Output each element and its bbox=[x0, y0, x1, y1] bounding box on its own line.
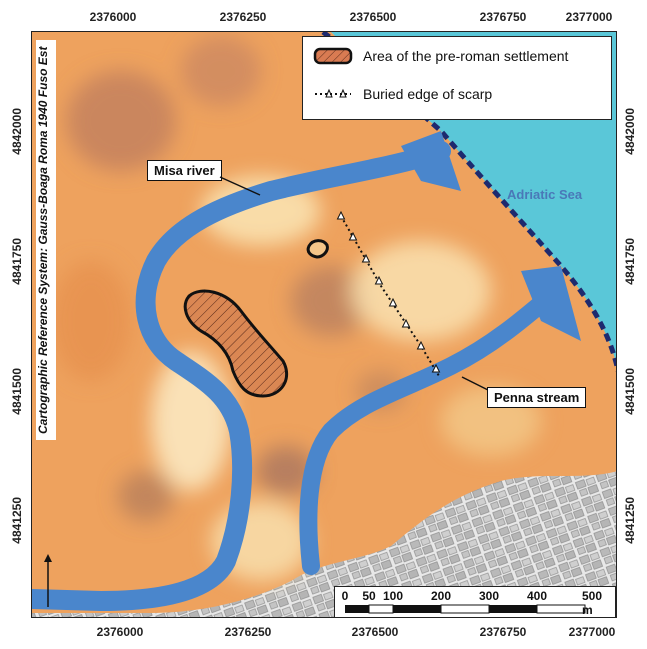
x-tick-bottom-3: 2376750 bbox=[479, 625, 527, 639]
x-tick-bottom-2: 2376500 bbox=[351, 625, 399, 639]
y-tick-left-2: 4841500 bbox=[10, 368, 24, 415]
scarp-marker-icon bbox=[336, 210, 346, 220]
legend: Area of the pre-roman settlement Buried … bbox=[302, 36, 612, 120]
settlement-swatch-icon bbox=[313, 47, 353, 65]
y-tick-left-0: 4842000 bbox=[10, 108, 24, 155]
adriatic-sea-label: Adriatic Sea bbox=[507, 187, 583, 202]
scale-label-100: 100 bbox=[382, 589, 404, 603]
scarp-marker-icon bbox=[416, 340, 426, 350]
x-tick-bottom-0: 2376000 bbox=[96, 625, 144, 639]
legend-settlement-text: Area of the pre-roman settlement bbox=[363, 48, 569, 64]
scale-label-0: 0 bbox=[341, 589, 349, 603]
x-tick-top-3: 2376750 bbox=[479, 10, 527, 24]
scale-bar: 0 50 100 200 300 400 500 m bbox=[334, 586, 616, 618]
scale-label-300: 300 bbox=[478, 589, 500, 603]
settlement-area-main bbox=[183, 289, 289, 398]
surface-shading bbox=[51, 36, 541, 581]
scarp-marker-icon bbox=[431, 363, 441, 373]
north-arrow-icon bbox=[44, 554, 52, 607]
x-tick-top-2: 2376500 bbox=[349, 10, 397, 24]
misa-river bbox=[32, 141, 451, 612]
x-tick-bottom-4: 2377000 bbox=[568, 625, 616, 639]
penna-stream bbox=[299, 282, 565, 575]
y-tick-right-1: 4841750 bbox=[623, 238, 637, 285]
legend-item-settlement: Area of the pre-roman settlement bbox=[313, 47, 568, 65]
x-tick-top-0: 2376000 bbox=[89, 10, 137, 24]
penna-stream-label: Penna stream bbox=[487, 387, 587, 408]
scale-bar-graphic bbox=[345, 604, 586, 614]
y-tick-right-0: 4842000 bbox=[623, 108, 637, 155]
scale-label-400: 400 bbox=[526, 589, 548, 603]
crs-label: Cartographic Reference System: Gauss-Boa… bbox=[36, 40, 56, 440]
scarp-marker-icon bbox=[361, 253, 371, 263]
penna-stream-mouth bbox=[521, 266, 581, 341]
scale-label-200: 200 bbox=[430, 589, 452, 603]
scarp-marker-icon bbox=[374, 275, 384, 285]
misa-river-label: Misa river bbox=[147, 160, 222, 181]
legend-item-scarp: Buried edge of scarp bbox=[313, 85, 492, 103]
x-tick-top-4: 2377000 bbox=[565, 10, 613, 24]
y-tick-left-1: 4841750 bbox=[10, 238, 24, 285]
y-tick-right-3: 4841250 bbox=[623, 497, 637, 544]
settlement-area-small bbox=[306, 239, 329, 259]
scarp-swatch-icon bbox=[315, 88, 351, 98]
y-tick-right-2: 4841500 bbox=[623, 368, 637, 415]
scarp-marker-icon bbox=[348, 231, 358, 241]
scale-label-50: 50 bbox=[362, 589, 376, 603]
x-tick-top-1: 2376250 bbox=[219, 10, 267, 24]
scarp-line bbox=[336, 210, 441, 377]
y-tick-left-3: 4841250 bbox=[10, 497, 24, 544]
coastline bbox=[321, 32, 616, 372]
scarp-marker-icon bbox=[388, 297, 398, 307]
misa-river-mouth bbox=[401, 131, 461, 191]
x-tick-bottom-1: 2376250 bbox=[224, 625, 272, 639]
legend-scarp-text: Buried edge of scarp bbox=[363, 86, 493, 102]
scarp-marker-icon bbox=[401, 318, 411, 328]
scale-label-500: 500 m bbox=[582, 589, 603, 617]
